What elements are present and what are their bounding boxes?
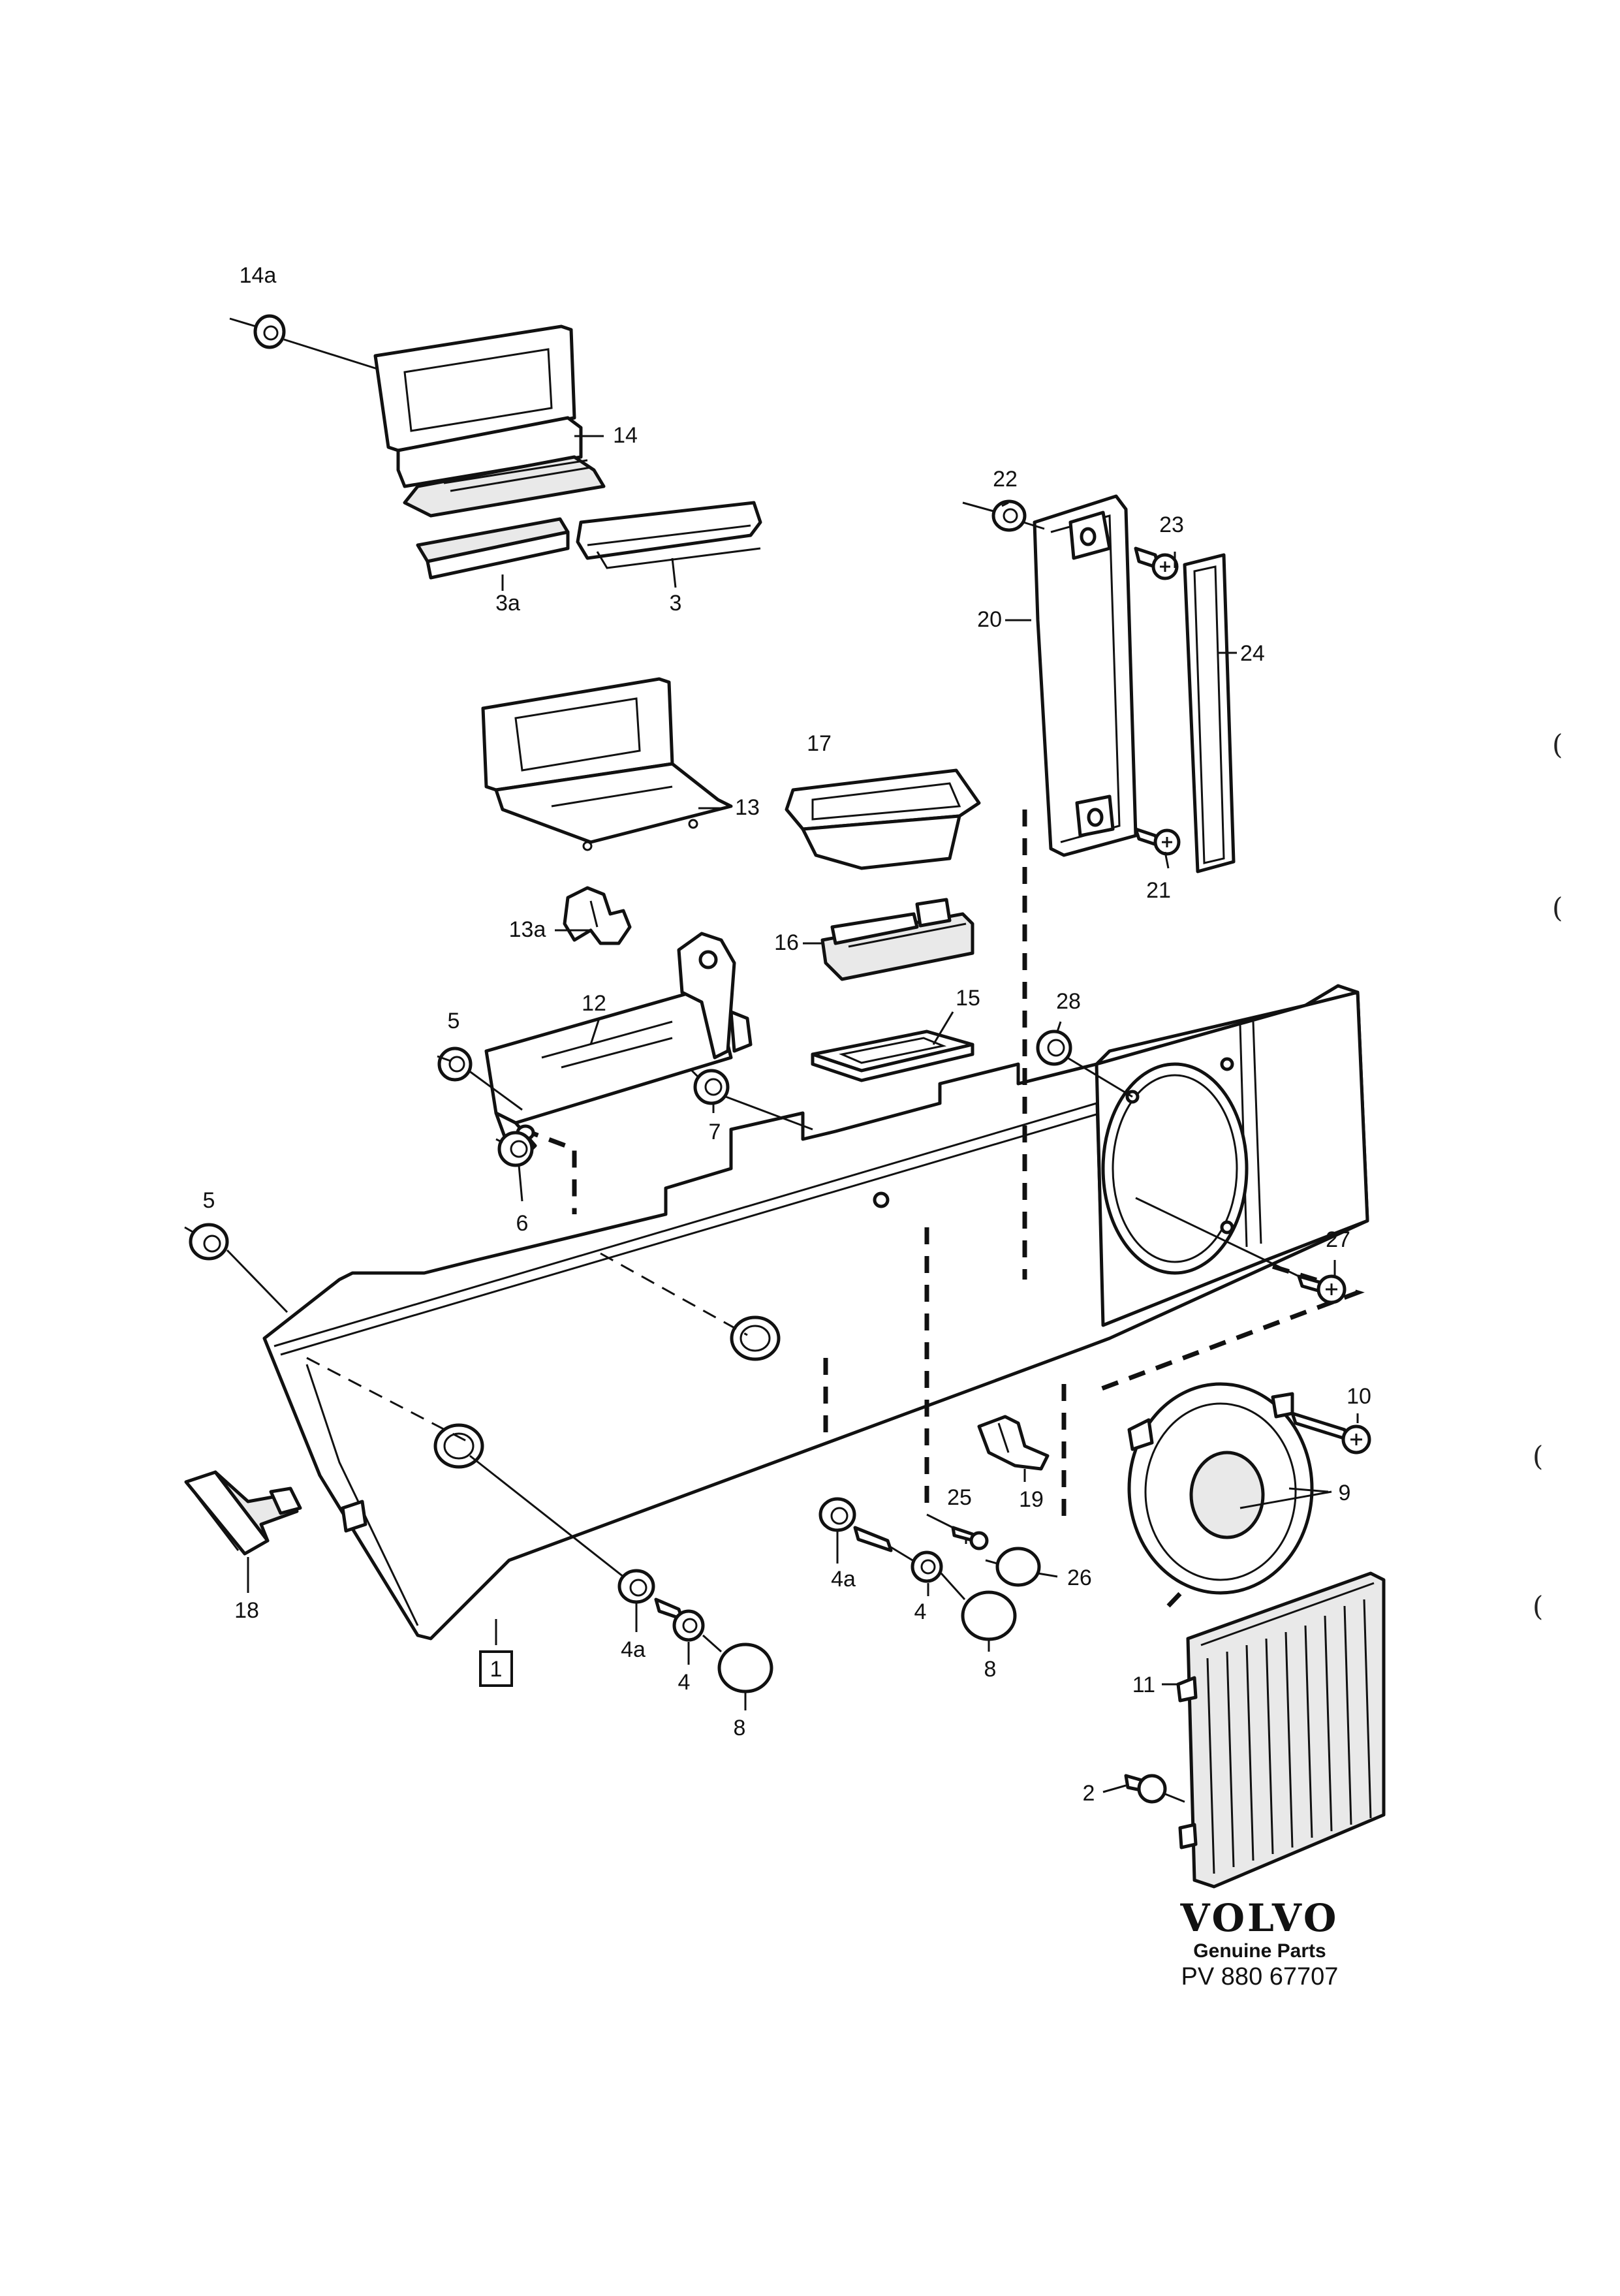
- part-20-side-panel: [1033, 494, 1138, 857]
- callout-13: 13: [735, 795, 760, 820]
- callout-24: 24: [1240, 641, 1265, 666]
- callout-3: 3: [670, 591, 682, 616]
- part-5-lower-nut: [184, 1223, 288, 1313]
- callout-14a: 14a: [240, 263, 277, 288]
- callout-25: 25: [947, 1485, 972, 1510]
- part-18-switch-block: [184, 1470, 302, 1556]
- callout-26: 26: [1067, 1565, 1092, 1590]
- callout-19: 19: [1019, 1487, 1044, 1512]
- part-11-grille: [1176, 1571, 1386, 1889]
- part-15-frame: [811, 1030, 974, 1082]
- part-7-nut: [691, 1069, 813, 1131]
- part-4a-left-washer: [469, 1455, 655, 1604]
- margin-mark-2: (: [1552, 892, 1563, 924]
- callout-21: 21: [1146, 878, 1171, 903]
- part-24-trim-strip: [1183, 553, 1236, 873]
- part-27-screw: [1135, 1197, 1347, 1304]
- callout-3a: 3a: [495, 591, 520, 616]
- callout-16: 16: [774, 930, 799, 955]
- part-13a-clip: [563, 886, 632, 945]
- part-4a-right-washer: [818, 1497, 856, 1532]
- part-14-bezel: [373, 324, 606, 518]
- callout-20: 20: [977, 607, 1002, 632]
- part-21-screw: [1134, 827, 1181, 856]
- part-26-cap: [985, 1547, 1041, 1587]
- callout-9: 9: [1339, 1481, 1351, 1505]
- callout-14: 14: [613, 423, 638, 448]
- callout-7: 7: [709, 1120, 721, 1144]
- callout-2: 2: [1083, 1781, 1095, 1806]
- callout-8-left: 8: [734, 1716, 746, 1740]
- part-3a-strip: [416, 517, 570, 580]
- callout-5-lower: 5: [203, 1188, 215, 1213]
- margin-marks: ( ( ( (: [1533, 729, 1563, 1622]
- part-2-clip: [1124, 1774, 1185, 1804]
- callout-5-upper: 5: [448, 1009, 460, 1033]
- part-14a-clip: [229, 314, 378, 370]
- part-28-clip: [1036, 1030, 1133, 1098]
- callout-1-box: 1: [479, 1650, 513, 1687]
- callout-15: 15: [956, 986, 980, 1011]
- part-10-screw: [1290, 1411, 1371, 1455]
- margin-mark-3: (: [1533, 1440, 1543, 1472]
- part-8-left-cap: [702, 1634, 773, 1693]
- callout-23: 23: [1159, 512, 1184, 537]
- branding-block: VOLVO Genuine Parts PV 880 67707: [1180, 1896, 1339, 1990]
- part-5-upper-nut: [437, 1046, 523, 1111]
- callout-leaders: [247, 435, 1359, 1793]
- callout-4a-left: 4a: [621, 1637, 646, 1662]
- part-12-bracket: [484, 932, 753, 1157]
- part-19-clip: [977, 1415, 1050, 1471]
- volvo-logo-text: VOLVO: [1180, 1896, 1339, 1940]
- part-17-cup: [785, 768, 981, 870]
- callout-22: 22: [993, 467, 1018, 492]
- callout-4-right: 4: [914, 1599, 927, 1624]
- callout-27: 27: [1326, 1227, 1350, 1252]
- console-panel: [262, 984, 1369, 1641]
- part-4-left-screw: [654, 1597, 705, 1642]
- callout-labels: 14a 14 3a 3 13 13a 12 5 5 6 7 17 16 15 2…: [203, 263, 1371, 1806]
- callout-4-left: 4: [678, 1670, 691, 1695]
- part-22-clip: [962, 499, 1045, 532]
- genuine-parts-label: Genuine Parts: [1193, 1940, 1326, 1962]
- part-25-screw: [926, 1513, 989, 1550]
- callout-13a: 13a: [509, 917, 546, 942]
- callout-8-right: 8: [984, 1657, 997, 1682]
- part-13-tray: [481, 677, 733, 851]
- margin-mark-1: (: [1552, 729, 1563, 761]
- callout-17: 17: [807, 731, 832, 756]
- part-9-speaker: [1127, 1382, 1332, 1595]
- callout-18: 18: [234, 1598, 259, 1623]
- callout-1: 1: [490, 1657, 503, 1682]
- callout-28: 28: [1056, 989, 1081, 1014]
- callout-12: 12: [582, 991, 606, 1016]
- part-code: PV 880 67707: [1181, 1963, 1339, 1990]
- part-16-switch: [820, 898, 974, 981]
- margin-mark-4: (: [1533, 1590, 1543, 1622]
- callout-11: 11: [1132, 1673, 1155, 1697]
- callout-4a-right: 4a: [831, 1567, 856, 1592]
- callout-10: 10: [1347, 1384, 1371, 1409]
- part-23-screw: [1134, 546, 1179, 580]
- part-3-cover: [576, 501, 762, 569]
- part-8-right-cap: [940, 1572, 1017, 1641]
- callout-6: 6: [516, 1211, 529, 1236]
- part-4-right-screw: [853, 1526, 943, 1583]
- part-6-nut: [495, 1131, 534, 1167]
